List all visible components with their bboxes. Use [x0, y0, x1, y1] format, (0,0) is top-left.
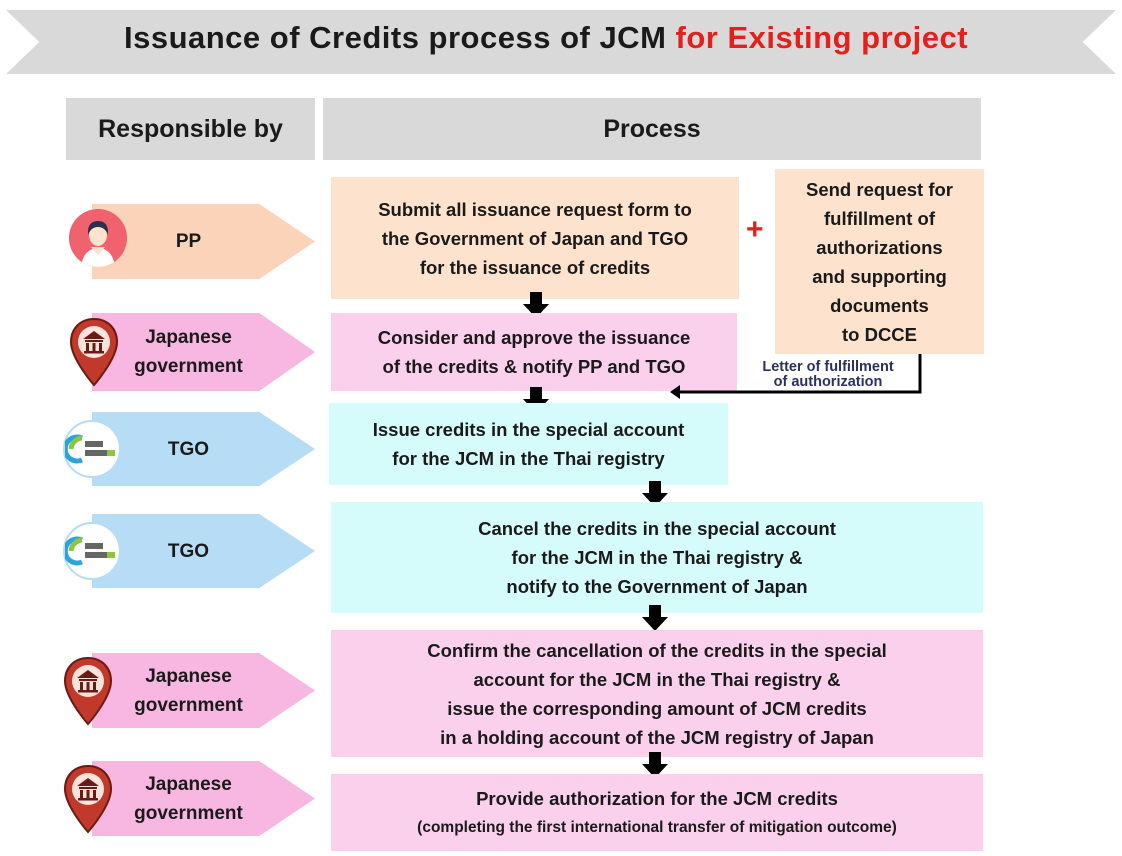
header-process: Process — [323, 98, 981, 160]
process-box-confirm: Confirm the cancellation of the credits … — [331, 630, 983, 757]
government-pin-icon — [69, 317, 119, 387]
process-box-submit: Submit all issuance request form to the … — [331, 177, 739, 299]
header-responsible: Responsible by — [66, 98, 315, 160]
responsible-tag-tgo: TGO — [92, 514, 315, 588]
down-arrow-icon — [523, 292, 549, 318]
title-highlight: for Existing project — [675, 20, 969, 55]
connector-line — [670, 354, 922, 399]
person-avatar-icon — [69, 209, 127, 267]
down-arrow-icon — [523, 387, 549, 413]
government-pin-icon — [63, 656, 113, 726]
letter-label: Letter of fulfillment of authorization — [762, 359, 894, 390]
responsible-tag-japanese-government: Japanese government — [92, 313, 315, 391]
responsible-tag-japanese-government: Japanese government — [92, 761, 315, 836]
process-box-cancel: Cancel the credits in the special accoun… — [331, 502, 983, 613]
title-banner — [6, 10, 1116, 74]
process-authorization-line1: Provide authorization for the JCM credit… — [476, 787, 838, 809]
page-title: Issuance of Credits process of JCM for E… — [0, 20, 1092, 56]
tgo-logo-icon — [62, 522, 121, 580]
process-box-authorization: Provide authorization for the JCM credit… — [331, 774, 983, 851]
plus-sign: + — [746, 213, 764, 246]
responsible-tag-tgo: TGO — [92, 412, 315, 486]
down-arrow-icon — [642, 481, 668, 507]
tgo-logo-icon — [62, 420, 121, 478]
title-main: Issuance of Credits process of JCM — [123, 20, 667, 55]
process-box-approve: Consider and approve the issuance of the… — [331, 313, 737, 391]
side-box-dcce: Send request for fulfillment of authoriz… — [775, 169, 984, 354]
down-arrow-icon — [642, 752, 668, 778]
process-box-issue: Issue credits in the special account for… — [329, 403, 728, 485]
process-authorization-line2: (completing the first international tran… — [417, 818, 897, 836]
government-pin-icon — [63, 764, 113, 834]
responsible-tag-japanese-government: Japanese government — [92, 653, 315, 728]
down-arrow-icon — [642, 605, 668, 631]
